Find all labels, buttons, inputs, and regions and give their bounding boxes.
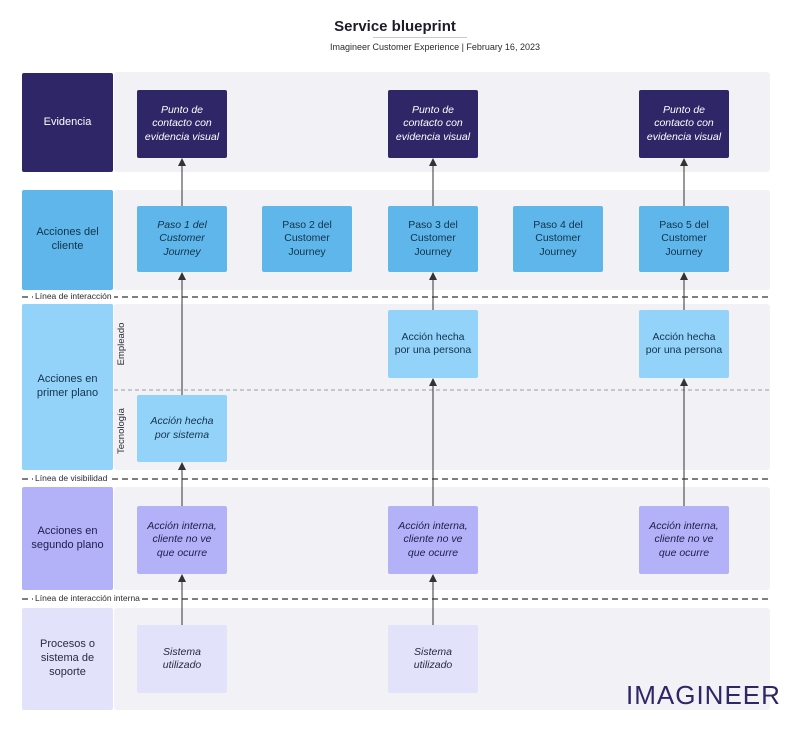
lane-evidence: Evidencia xyxy=(22,73,113,172)
system-used-card-1: Sistema utilizado xyxy=(137,625,227,693)
evidence-card-5: Punto de contacto con evidencia visual xyxy=(639,90,729,158)
customer-step-3-card: Paso 3 del Customer Journey xyxy=(388,206,478,272)
system-used-card-3: Sistema utilizado xyxy=(388,625,478,693)
customer-step-1-card: Paso 1 del Customer Journey xyxy=(137,206,227,272)
internal-interaction-line-label: Línea de interacción interna xyxy=(33,593,142,603)
visibility-line-label: Línea de visibilidad xyxy=(33,473,110,483)
evidence-card-3: Punto de contacto con evidencia visual xyxy=(388,90,478,158)
page-title: Service blueprint xyxy=(334,18,456,35)
lane-customer-actions: Acciones del cliente xyxy=(22,190,113,290)
lane-backstage-actions: Acciones en segundo plano xyxy=(22,487,113,590)
page-subtitle: Imagineer Customer Experience | February… xyxy=(330,42,540,52)
imagineer-logo: IMAGINEER xyxy=(626,680,781,710)
customer-step-4-card: Paso 4 del Customer Journey xyxy=(513,206,603,272)
internal-action-card-3: Acción interna, cliente no ve que ocurre xyxy=(388,506,478,574)
interaction-line-label: Línea de interacción xyxy=(33,291,114,301)
evidence-card-1: Punto de contacto con evidencia visual xyxy=(137,90,227,158)
title-underline xyxy=(373,37,467,38)
lane-frontstage-actions: Acciones en primer plano xyxy=(22,304,113,470)
system-action-card-1: Acción hecha por sistema xyxy=(137,395,227,462)
employee-action-card-5: Acción hecha por una persona xyxy=(639,310,729,378)
customer-step-5-card: Paso 5 del Customer Journey xyxy=(639,206,729,272)
customer-step-2-card: Paso 2 del Customer Journey xyxy=(262,206,352,272)
internal-action-card-1: Acción interna, cliente no ve que ocurre xyxy=(137,506,227,574)
lane-support-processes: Procesos o sistema de soporte xyxy=(22,608,113,710)
internal-action-card-5: Acción interna, cliente no ve que ocurre xyxy=(639,506,729,574)
employee-action-card-3: Acción hecha por una persona xyxy=(388,310,478,378)
